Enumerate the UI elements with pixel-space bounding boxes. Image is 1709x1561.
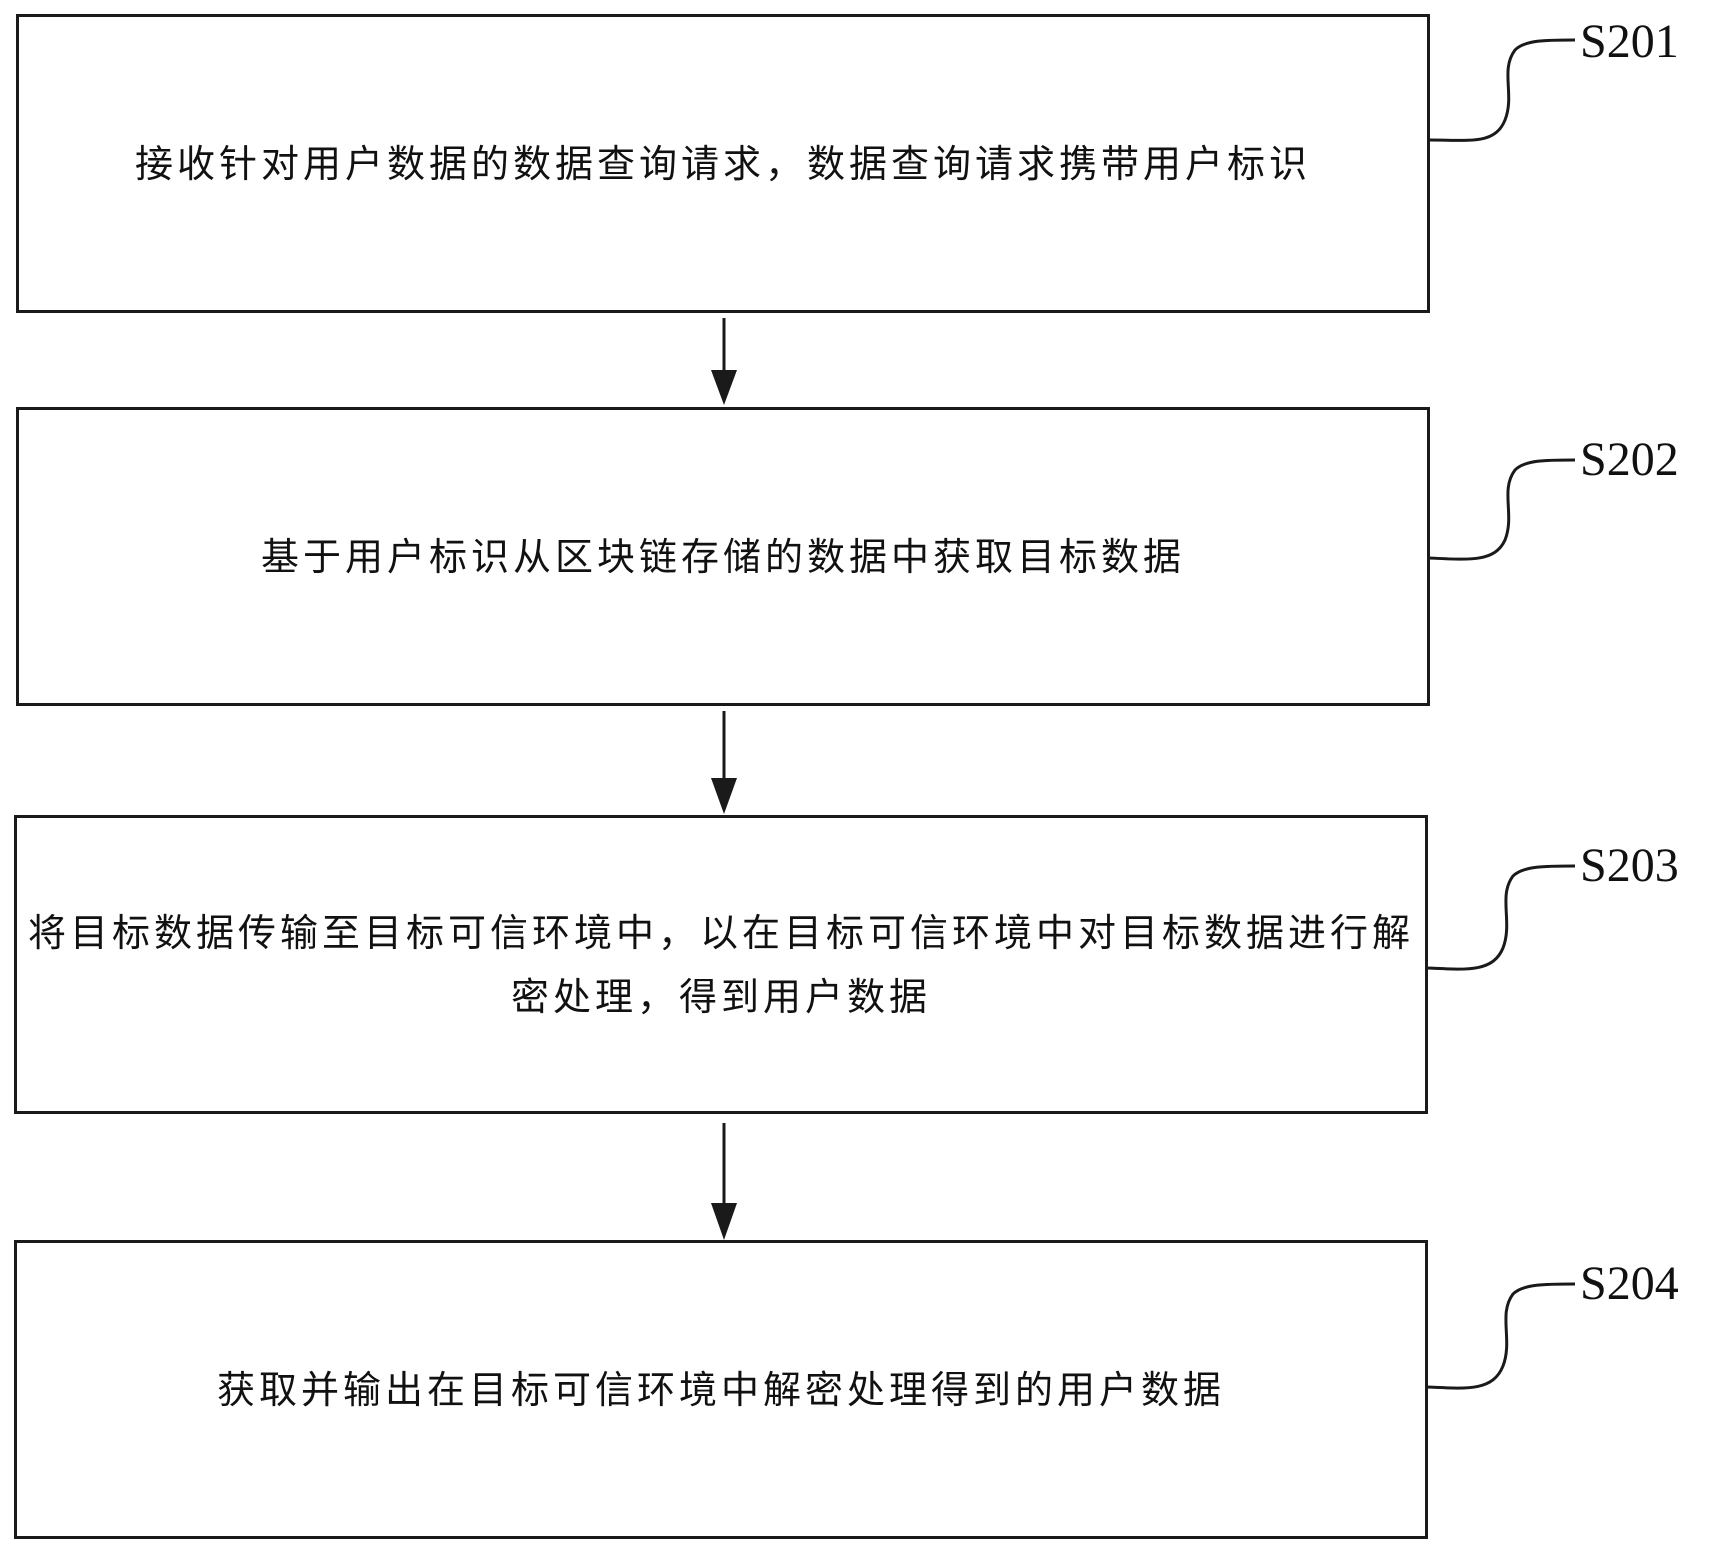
step-box-s201: 接收针对用户数据的数据查询请求，数据查询请求携带用户标识 — [16, 14, 1430, 313]
step-text-s201: 接收针对用户数据的数据查询请求，数据查询请求携带用户标识 — [134, 141, 1311, 186]
step-label-s204: S204 — [1580, 1257, 1679, 1310]
leader-line-s201 — [1429, 38, 1576, 142]
step-label-s203: S203 — [1580, 839, 1679, 892]
leader-line-s204 — [1427, 1282, 1576, 1390]
arrow-s201-to-s202 — [711, 318, 737, 405]
step-label-s201: S201 — [1580, 15, 1679, 68]
step-box-s203: 将目标数据传输至目标可信环境中，以在目标可信环境中对目标数据进行解密处理，得到用… — [14, 815, 1428, 1114]
step-label-s202: S202 — [1580, 433, 1679, 486]
step-box-s204: 获取并输出在目标可信环境中解密处理得到的用户数据 — [14, 1240, 1428, 1539]
leader-line-s202 — [1429, 458, 1576, 561]
arrow-s203-to-s204 — [711, 1123, 737, 1240]
step-text-s203: 将目标数据传输至目标可信环境中，以在目标可信环境中对目标数据进行解密处理，得到用… — [27, 910, 1414, 1019]
arrow-s202-to-s203 — [711, 711, 737, 814]
step-text-s202: 基于用户标识从区块链存储的数据中获取目标数据 — [260, 534, 1185, 579]
step-box-s202: 基于用户标识从区块链存储的数据中获取目标数据 — [16, 407, 1430, 706]
leader-line-s203 — [1427, 864, 1576, 971]
step-text-s204: 获取并输出在目标可信环境中解密处理得到的用户数据 — [216, 1367, 1225, 1412]
